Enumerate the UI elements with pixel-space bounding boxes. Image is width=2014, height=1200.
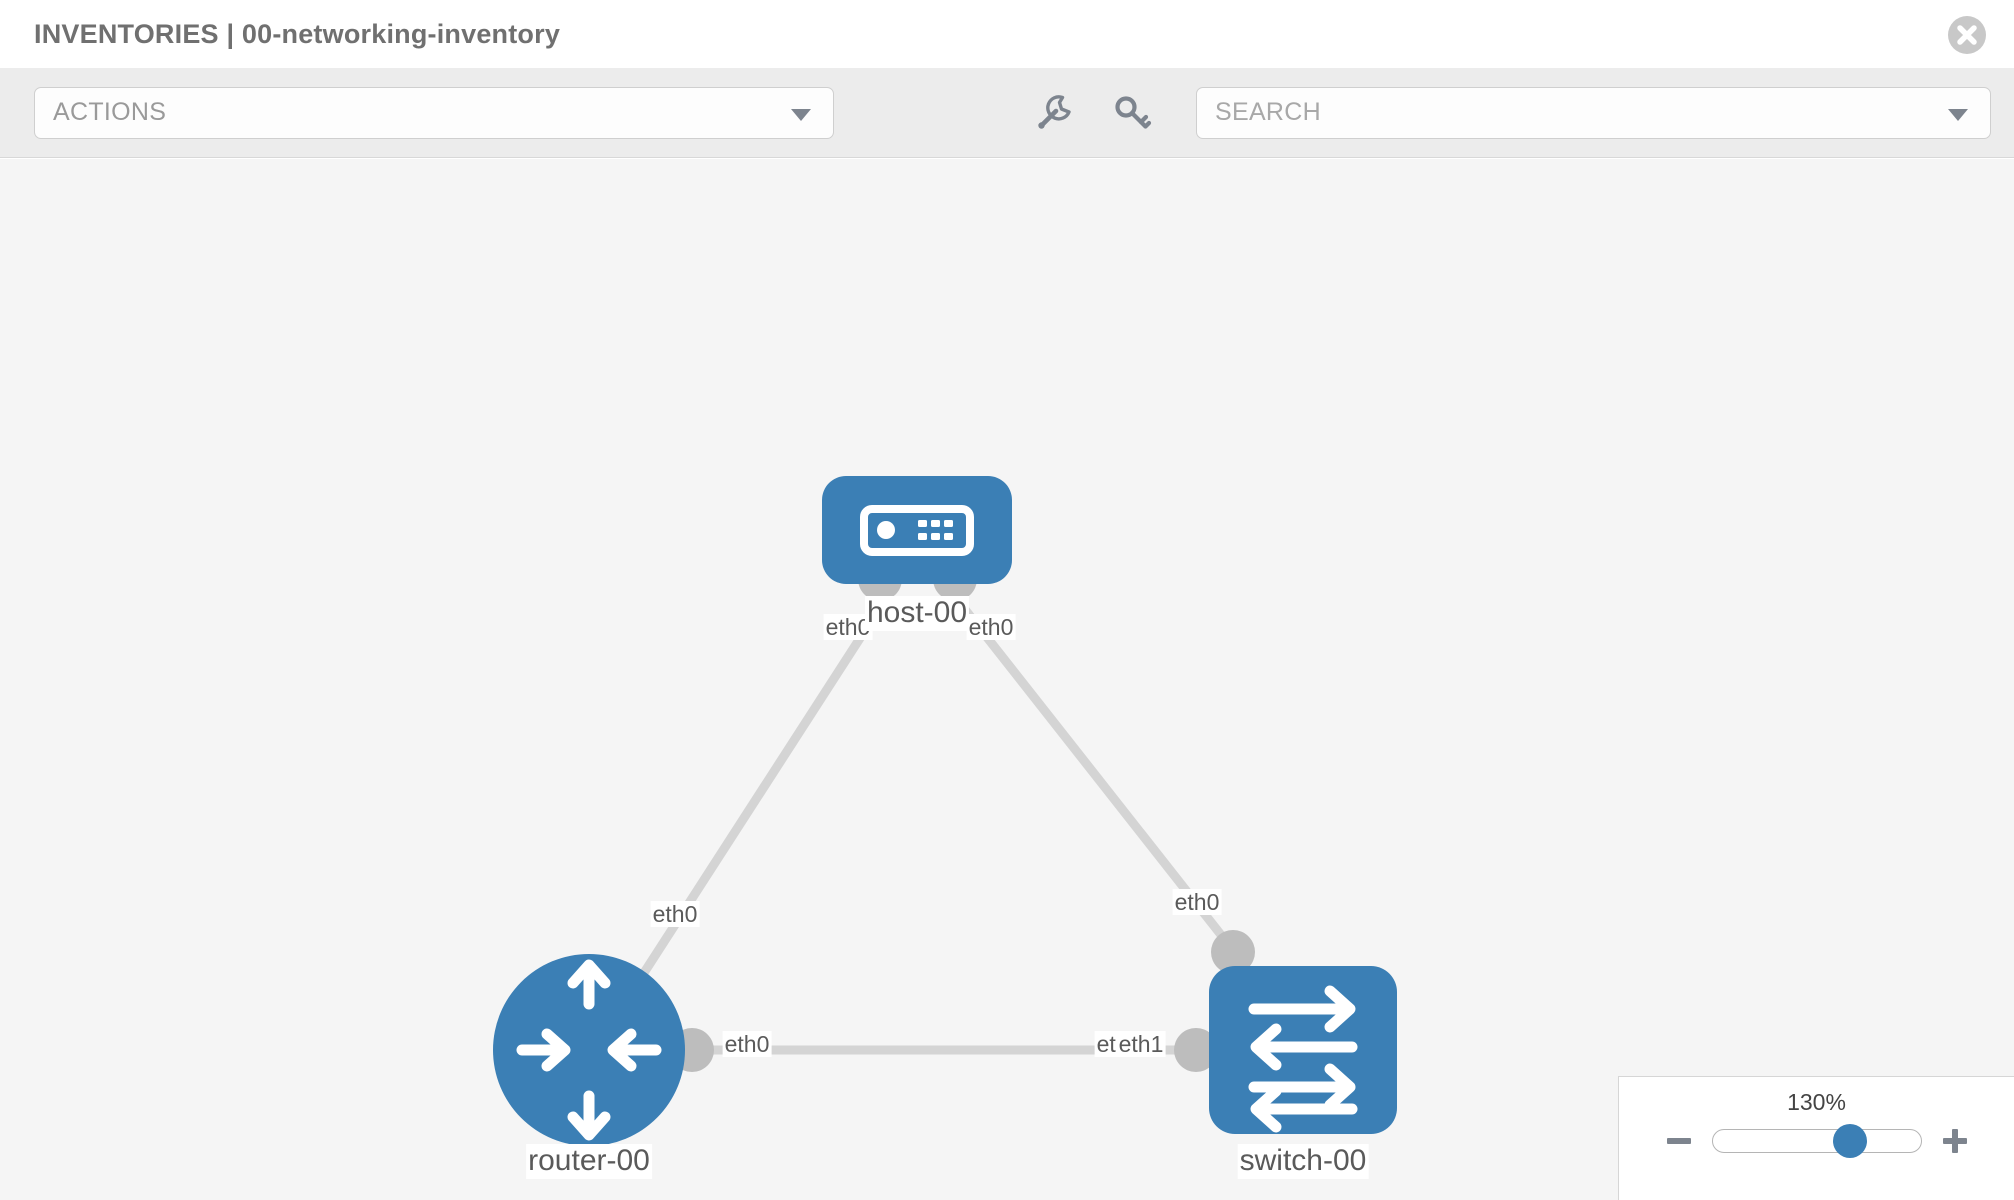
iface-label: eth0 (1172, 889, 1222, 916)
chevron-down-icon (1948, 108, 1968, 121)
node-label-router: router-00 (526, 1144, 652, 1179)
page-title: INVENTORIES | 00-networking-inventory (34, 18, 561, 49)
iface-label: eth0 (823, 614, 873, 641)
search-dropdown[interactable]: SEARCH (1196, 86, 1991, 139)
close-icon[interactable] (1946, 14, 1988, 56)
chevron-down-icon (791, 108, 811, 121)
zoom-slider-row (1664, 1124, 1970, 1158)
iface-label: eth1 (1116, 1031, 1166, 1058)
actions-dropdown-label: ACTIONS (53, 98, 167, 126)
toolbar-icon-group (1034, 93, 1152, 133)
node-label-switch: switch-00 (1237, 1144, 1369, 1179)
wrench-icon[interactable] (1034, 93, 1074, 133)
node-router-00[interactable] (493, 954, 685, 1146)
topology-graph (493, 476, 1397, 1146)
node-switch-00[interactable] (1209, 966, 1397, 1134)
link-group (636, 581, 1244, 1055)
iface-label: eth0 (650, 901, 700, 928)
actions-dropdown[interactable]: ACTIONS (34, 86, 834, 139)
zoom-slider-thumb[interactable] (1832, 1124, 1867, 1158)
toolbar: ACTIONS SEARCH (0, 68, 2014, 158)
zoom-control-panel: 130% (1618, 1076, 2014, 1200)
page-header: INVENTORIES | 00-networking-inventory (0, 0, 2014, 68)
iface-label: eth0 (722, 1031, 772, 1058)
zoom-in-button[interactable] (1940, 1126, 1970, 1156)
port-switch-top (1211, 930, 1255, 974)
key-icon[interactable] (1112, 93, 1152, 133)
switch-arrows-icon (1248, 985, 1358, 1133)
router-arrows-icon (516, 959, 662, 1141)
zoom-out-button[interactable] (1664, 1126, 1694, 1156)
zoom-level-value: 130% (1787, 1089, 1846, 1115)
port-group (670, 557, 1255, 1072)
zoom-slider[interactable] (1711, 1124, 1922, 1158)
node-host-00[interactable] (822, 476, 1012, 584)
iface-label: eth0 (966, 614, 1016, 641)
topology-canvas[interactable]: eth0 host-00 eth0 eth0 eth0 eth0 eth0 et… (0, 159, 2014, 1200)
node-label-host: host-00 (864, 596, 970, 631)
port-switch-left (1174, 1028, 1218, 1072)
search-input[interactable]: SEARCH (1215, 98, 1321, 126)
server-appliance-icon (860, 505, 974, 556)
